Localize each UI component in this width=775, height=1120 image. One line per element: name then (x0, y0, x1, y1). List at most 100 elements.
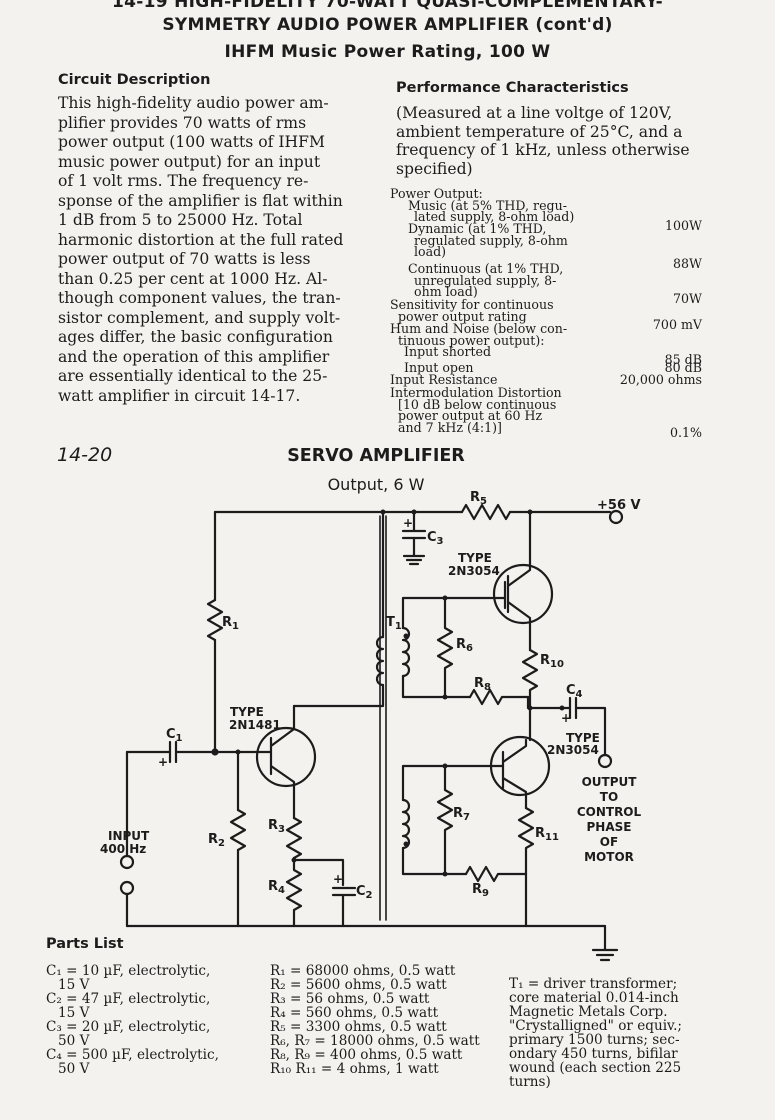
transformer-line: ondary 450 turns, bifilar (509, 1046, 678, 1062)
resistor-r2 (229, 808, 247, 852)
perf-label: Dynamic (at 1% THD, regulated supply, 8-… (390, 221, 568, 259)
perf-row-music: Power Output: Music (at 5% THD, regu- la… (390, 186, 702, 231)
capacitor-entry: C₄ = 500 µF, electrolytic, (46, 1047, 219, 1063)
header-line-2: SYMMETRY AUDIO POWER AMPLIFIER (cont'd) (162, 15, 613, 35)
supply-label: +56 V (597, 498, 641, 513)
resistor-entry: R₆, R₇ = 18000 ohms, 0.5 watt (270, 1033, 480, 1049)
q-lower-part: 2N3054 (547, 743, 599, 757)
perf-label-line: Music (at 5% THD, regu- (408, 197, 567, 213)
perf-label-line: regulated supply, 8-ohm (414, 232, 568, 248)
perf-row-sensitivity: Sensitivity for continuous power output … (390, 297, 702, 330)
c3-label: C3 (427, 530, 444, 547)
perf-label: Input Resistance (390, 372, 498, 387)
perf-label-line: Sensitivity for continuous (390, 297, 554, 312)
transistor-q1 (255, 726, 317, 788)
perf-row-intermod: Intermodulation Distortion [10 dB below … (390, 385, 702, 438)
resistor-r6 (436, 596, 454, 699)
resistor-r3 (285, 816, 303, 860)
r10-label: R10 (540, 653, 564, 670)
output-label-line: TO (600, 790, 618, 804)
capacitor-voltage: 50 V (58, 1033, 90, 1049)
perf-label-line: Power Output: (390, 186, 483, 201)
resistor-r8 (468, 688, 530, 706)
perf-label-line: Hum and Noise (below con- (390, 321, 568, 336)
perf-label-line: Continuous (at 1% THD, (408, 261, 564, 276)
performance-table: Power Output: Music (at 5% THD, regu- la… (390, 186, 702, 438)
r5-label: R5 (470, 490, 487, 507)
t1-label: T1 (386, 615, 402, 632)
r2-label: R2 (208, 832, 225, 849)
desc-line: sponse of the amplifier is flat within (58, 191, 343, 210)
section-number: 14-20 (57, 444, 113, 466)
perf-label-line: [10 dB below continuous (398, 396, 557, 412)
resistor-entry: R₃ = 56 ohms, 0.5 watt (270, 991, 430, 1007)
resistor-r5 (460, 503, 512, 521)
desc-line: plifier provides 70 watts of rms (58, 113, 307, 132)
perf-row-hum-open: Input open 80 dB (390, 361, 702, 374)
transformer-line: primary 1500 turns; sec- (509, 1032, 680, 1048)
resistor-r9 (464, 865, 528, 883)
capacitor-c4 (560, 696, 607, 757)
output-label-line: OF (600, 835, 618, 849)
transformer-t1-primary (375, 635, 385, 687)
desc-line: harmonic distortion at the full rated (58, 230, 344, 249)
capacitor-c2 (331, 886, 357, 928)
perf-row-dynamic: Dynamic (at 1% THD, regulated supply, 8-… (390, 221, 702, 269)
transformer-line: "Crystalligned" or equiv.; (509, 1018, 683, 1034)
desc-line: 1 dB from 5 to 25000 Hz. Total (58, 211, 303, 229)
q-lower-type: TYPE (566, 731, 600, 745)
measured-line: frequency of 1 kHz, unless otherwise (396, 141, 690, 159)
desc-line: power output (100 watts of IHFM (58, 133, 325, 151)
desc-line: are essentially identical to the 25- (58, 367, 328, 385)
c3-plus: + (403, 516, 413, 530)
desc-line: of 1 volt rms. The frequency re- (58, 172, 309, 190)
desc-line: music power output) for an input (58, 152, 321, 171)
r8-label: R8 (474, 676, 491, 693)
performance-heading: Performance Characteristics (396, 80, 629, 96)
transformer-line: wound (each section 225 (509, 1060, 682, 1076)
r7-label: R7 (453, 806, 470, 823)
measured-line: ambient temperature of 25°C, and a (396, 122, 683, 141)
perf-label: Continuous (at 1% THD, unregulated suppl… (390, 261, 564, 299)
r6-label: R6 (456, 637, 473, 654)
perf-label-line: ohm load) (414, 284, 478, 299)
input-label: INPUT (108, 829, 150, 843)
perf-label: Intermodulation Distortion [10 dB below … (390, 385, 562, 433)
transformer-t1-secondary-lower (401, 798, 411, 850)
circuit-description-heading: Circuit Description (58, 72, 211, 88)
parts-transformer: T₁ = driver transformer; core material 0… (509, 977, 709, 1089)
perf-value: 100W (665, 218, 702, 233)
perf-label-line: Dynamic (at 1% THD, (408, 221, 547, 236)
r4-label: R4 (268, 879, 285, 896)
desc-line: and the operation of this amplifier (58, 347, 330, 366)
input-frequency: 400 Hz (100, 842, 146, 856)
transformer-line: turns) (509, 1074, 551, 1090)
perf-label-line: load) (414, 244, 447, 259)
header-line-3: IHFM Music Power Rating, 100 W (224, 42, 551, 62)
output-label-line: OUTPUT (582, 775, 638, 789)
c4-label: C4 (566, 683, 583, 700)
capacitor-voltage: 50 V (58, 1061, 90, 1077)
desc-line: ages differ, the basic configuration (58, 328, 333, 346)
resistor-r10 (521, 648, 539, 710)
transformer-line: T₁ = driver transformer; (509, 976, 678, 992)
r1-label: R1 (222, 615, 239, 632)
resistor-entry: R₄ = 560 ohms, 0.5 watt (270, 1005, 439, 1021)
q1-type: TYPE (230, 705, 264, 719)
capacitor-entry: C₃ = 20 µF, electrolytic, (46, 1019, 211, 1035)
circuit-description-text: This high-fidelity audio power am- plifi… (58, 94, 368, 406)
output-label-line: CONTROL (577, 805, 642, 819)
perf-value: 700 mV (652, 317, 702, 332)
perf-label-line: Intermodulation Distortion (390, 385, 562, 400)
measured-conditions: (Measured at a line voltge of 120V, ambi… (396, 104, 706, 178)
capacitor-entry: C₁ = 10 µF, electrolytic, (46, 963, 211, 979)
resistor-r7 (436, 764, 454, 876)
q-upper-type: TYPE (458, 551, 492, 565)
capacitor-entry: C₂ = 47 µF, electrolytic, (46, 991, 211, 1007)
parts-resistors: R₁ = 68000 ohms, 0.5 watt R₂ = 5600 ohms… (270, 964, 480, 1076)
desc-line: watt amplifier in circuit 14-17. (58, 386, 301, 405)
c1-plus: + (158, 755, 168, 769)
transformer-line: Magnetic Metals Corp. (509, 1004, 668, 1020)
resistor-r11 (517, 806, 535, 928)
